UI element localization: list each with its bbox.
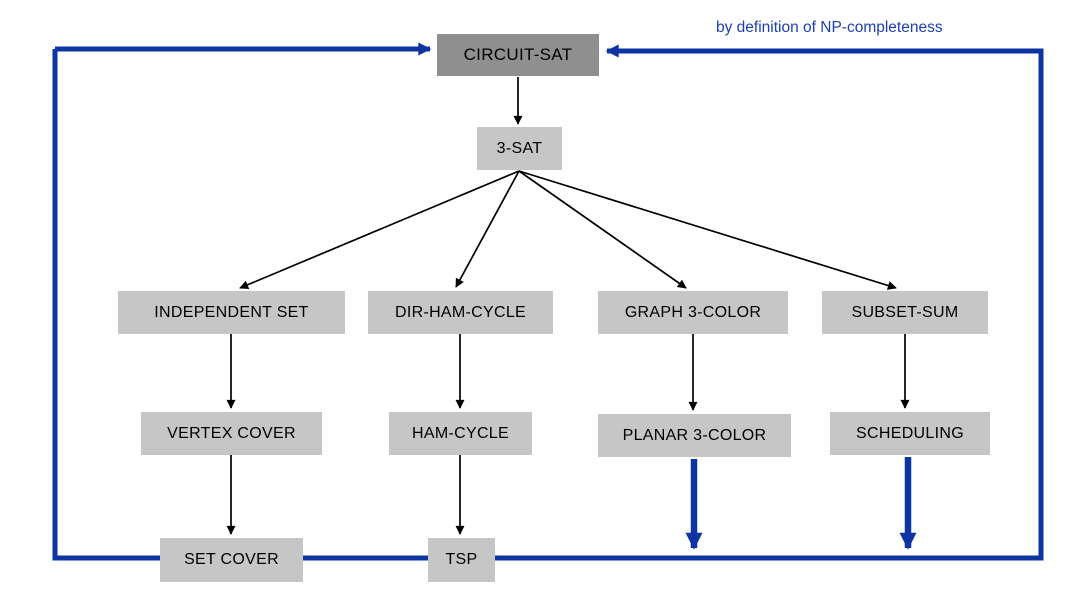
blue-loop-border	[52, 44, 1044, 561]
np-completeness-annotation: by definition of NP-completeness	[716, 19, 943, 36]
edge-3sat-graph3color	[518, 170, 687, 289]
node-subset-sum: SUBSET-SUM	[822, 291, 988, 334]
edge-3sat-independentset	[239, 170, 520, 290]
node-vertex-cover: VERTEX COVER	[141, 412, 322, 455]
edge-3sat-dirhamcycle	[455, 170, 520, 288]
edge-3sat-subsetsum	[518, 170, 897, 290]
node-graph-3-color: GRAPH 3-COLOR	[598, 291, 788, 334]
node-set-cover: SET COVER	[160, 538, 303, 582]
node-scheduling: SCHEDULING	[830, 412, 990, 455]
node-circuit-sat: CIRCUIT-SAT	[437, 34, 599, 76]
node-independent-set: INDEPENDENT SET	[118, 291, 345, 334]
node-3-sat: 3-SAT	[477, 127, 562, 170]
node-ham-cycle: HAM-CYCLE	[389, 412, 532, 455]
node-planar-3-color: PLANAR 3-COLOR	[598, 414, 791, 457]
node-dir-ham-cycle: DIR-HAM-CYCLE	[368, 291, 553, 334]
node-tsp: TSP	[428, 538, 495, 582]
